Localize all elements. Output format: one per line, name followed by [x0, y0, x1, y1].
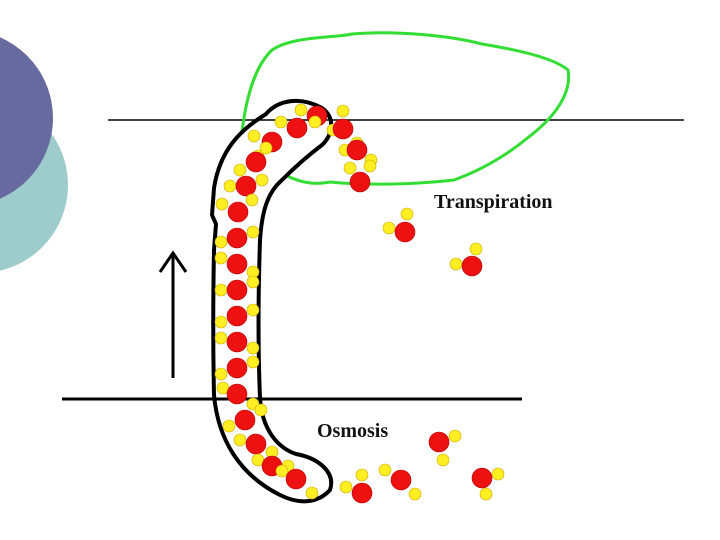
oxygen-atom	[471, 467, 493, 489]
hydrogen-atom	[259, 141, 273, 155]
water-molecule-icon	[449, 242, 483, 277]
water-molecule-icon	[214, 251, 260, 279]
hydrogen-atom	[491, 467, 505, 481]
hydrogen-atom	[436, 453, 450, 467]
water-molecule-icon	[214, 331, 260, 355]
hydrogen-atom	[308, 115, 322, 129]
hydrogen-atom	[378, 463, 392, 477]
hydrogen-atom	[214, 251, 228, 265]
water-molecule-icon	[382, 207, 416, 243]
hydrogen-atom	[246, 341, 260, 355]
water-molecule-icon	[214, 225, 260, 249]
hydrogen-atom	[274, 115, 288, 129]
hydrogen-atom	[246, 275, 260, 289]
hydrogen-atom	[448, 429, 462, 443]
hydrogen-atom	[246, 225, 260, 239]
hydrogen-atom	[255, 173, 269, 187]
oxygen-atom	[351, 482, 373, 504]
water-molecule-icon	[339, 468, 373, 504]
oxygen-atom	[226, 383, 248, 405]
hydrogen-atom	[469, 242, 483, 256]
oxygen-atom	[235, 175, 257, 197]
water-molecule-icon	[343, 159, 377, 193]
hydrogen-atom	[275, 464, 289, 478]
osmosis-label: Osmosis	[317, 420, 389, 442]
oxygen-atom	[226, 357, 248, 379]
oxygen-atom	[349, 171, 371, 193]
hydrogen-atom	[222, 419, 236, 433]
hydrogen-atom	[305, 486, 319, 500]
water-molecule-icon	[215, 193, 259, 223]
oxygen-atom	[245, 151, 267, 173]
hydrogen-atom	[214, 283, 228, 297]
hydrogen-atom	[233, 433, 247, 447]
oxygen-atom	[245, 433, 267, 455]
oxygen-atom	[390, 469, 412, 491]
water-molecule-icon	[214, 303, 260, 329]
hydrogen-atom	[215, 197, 229, 211]
transpiration-label: Transpiration	[434, 191, 553, 213]
arrow-up-icon	[158, 250, 188, 378]
oxygen-atom	[226, 305, 248, 327]
hydrogen-atom	[214, 331, 228, 345]
hydrogen-atom	[339, 480, 353, 494]
water-molecule-icon	[216, 381, 260, 411]
water-molecule-icon	[233, 433, 279, 459]
water-molecule-icon	[275, 464, 319, 500]
water-molecule-icon	[214, 275, 260, 301]
hydrogen-atom	[336, 104, 350, 118]
hydrogen-atom	[254, 403, 268, 417]
hydrogen-atom	[214, 235, 228, 249]
water-molecule-icon	[251, 453, 295, 477]
water-molecule-icon	[428, 429, 462, 467]
hydrogen-atom	[214, 315, 228, 329]
oxygen-atom	[286, 117, 308, 139]
oxygen-atom	[226, 331, 248, 353]
oxygen-atom	[285, 468, 307, 490]
water-molecule-icon	[378, 463, 422, 501]
xylem-vessel-outline	[210, 98, 334, 504]
hydrogen-atom	[245, 193, 259, 207]
water-molecules	[214, 103, 505, 504]
hydrogen-atom	[223, 179, 237, 193]
oxygen-atom	[346, 139, 368, 161]
hydrogen-atom	[233, 163, 247, 177]
hydrogen-atom	[408, 487, 422, 501]
hydrogen-atom	[363, 159, 377, 173]
oxygen-atom	[226, 279, 248, 301]
water-molecule-icon	[471, 467, 505, 501]
oxygen-atom	[428, 431, 450, 453]
water-molecule-icon	[222, 403, 268, 433]
oxygen-atom	[227, 201, 249, 223]
oxygen-atom	[226, 253, 248, 275]
water-molecule-icon	[214, 355, 260, 381]
hydrogen-atom	[449, 257, 463, 271]
hydrogen-atom	[382, 221, 396, 235]
hydrogen-atom	[400, 207, 414, 221]
oxygen-atom	[394, 221, 416, 243]
deco-circle-dark	[0, 37, 53, 199]
leaf-outline	[240, 31, 571, 186]
hydrogen-atom	[214, 367, 228, 381]
hydrogen-atom	[479, 487, 493, 501]
hydrogen-atom	[355, 468, 369, 482]
hydrogen-atom	[246, 355, 260, 369]
oxygen-atom	[461, 255, 483, 277]
hydrogen-atom	[343, 161, 357, 175]
hydrogen-atom	[246, 303, 260, 317]
oxygen-atom	[234, 409, 256, 431]
oxygen-atom	[332, 118, 354, 140]
hydrogen-atom	[247, 129, 261, 143]
water-molecule-icon	[274, 115, 322, 139]
hydrogen-atom	[294, 103, 308, 117]
water-molecule-icon	[233, 141, 273, 177]
oxygen-atom	[226, 227, 248, 249]
water-molecule-icon	[223, 173, 269, 197]
